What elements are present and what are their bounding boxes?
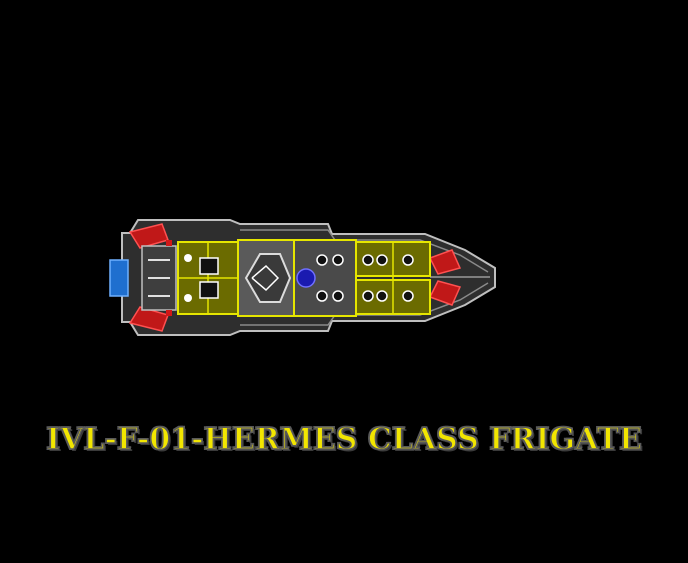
engine-pod-front-top	[428, 249, 462, 275]
gauge-icon	[376, 290, 388, 302]
hull-panel-line	[240, 229, 489, 273]
gauge-icon	[402, 290, 414, 302]
crew-station-icon	[184, 294, 192, 302]
engine-pod-front-bottom	[428, 280, 462, 306]
frigate-ship-sprite	[100, 210, 500, 345]
station-console	[199, 281, 219, 299]
station-console	[199, 257, 219, 275]
crew-station-icon	[184, 254, 192, 262]
gauge-icon	[316, 290, 328, 302]
ship-svg	[109, 219, 496, 336]
gauge-icon	[332, 254, 344, 266]
shield-module-detail	[251, 264, 280, 292]
gauge-icon	[376, 254, 388, 266]
system-marker	[166, 310, 172, 316]
system-marker	[166, 240, 172, 246]
gauge-icon	[362, 254, 374, 266]
core-reactor	[296, 268, 316, 288]
shield-module	[244, 253, 292, 303]
gauge-icon	[332, 290, 344, 302]
gauge-icon	[402, 254, 414, 266]
ship-title: IVL-F-01-HERMES CLASS FRIGATE	[45, 421, 642, 458]
airlock	[109, 259, 129, 297]
gauge-icon	[362, 290, 374, 302]
gauge-icon	[316, 254, 328, 266]
